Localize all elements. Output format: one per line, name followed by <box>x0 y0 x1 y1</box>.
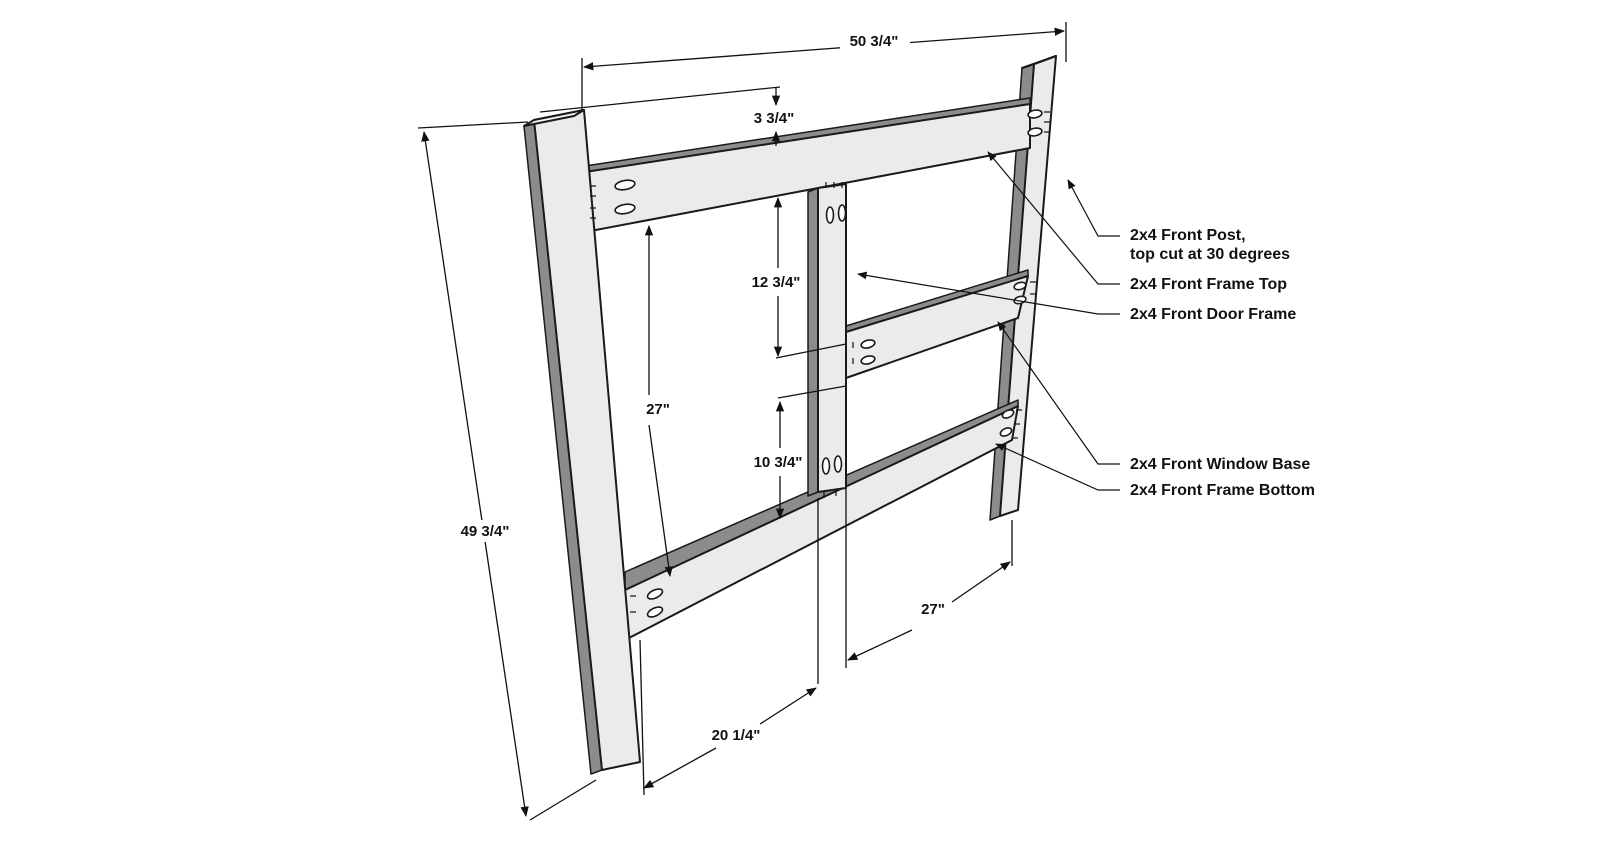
dim-bottom-right-span <box>845 488 1013 668</box>
dim-overall-height <box>417 121 597 821</box>
label-front-post-line2: top cut at 30 degrees <box>1130 246 1290 263</box>
front-door-frame <box>807 183 847 497</box>
dim-frame-opening <box>644 224 673 578</box>
label-front-frame-top: 2x4 Front Frame Top <box>1130 276 1287 293</box>
label-front-window-base: 2x4 Front Window Base <box>1130 456 1310 473</box>
dim-board-width <box>539 86 781 146</box>
dim-bottom-left-span-label: 20 1/4" <box>712 727 761 744</box>
screw-marks <box>590 111 1050 613</box>
label-front-door-frame: 2x4 Front Door Frame <box>1130 306 1296 323</box>
dim-lower-opening <box>775 385 847 520</box>
dim-bottom-left-span <box>639 498 819 796</box>
dim-overall-width <box>581 22 1067 112</box>
dim-lower-opening-label: 10 3/4" <box>754 454 803 471</box>
label-front-frame-bottom: 2x4 Front Frame Bottom <box>1130 482 1315 499</box>
dim-overall-height-label: 49 3/4" <box>461 523 510 540</box>
left-front-post <box>523 109 641 775</box>
dim-frame-opening-label: 27" <box>646 401 670 418</box>
dim-board-width-label: 3 3/4" <box>754 110 794 127</box>
dim-bottom-right-span-label: 27" <box>921 601 945 618</box>
label-front-post-line1: 2x4 Front Post, <box>1130 227 1246 244</box>
leader-lines <box>857 151 1120 491</box>
front-frame-top-rail <box>584 97 1043 233</box>
dim-upper-opening <box>773 196 847 359</box>
dim-overall-width-label: 50 3/4" <box>850 33 899 50</box>
dim-upper-opening-label: 12 3/4" <box>752 274 801 291</box>
